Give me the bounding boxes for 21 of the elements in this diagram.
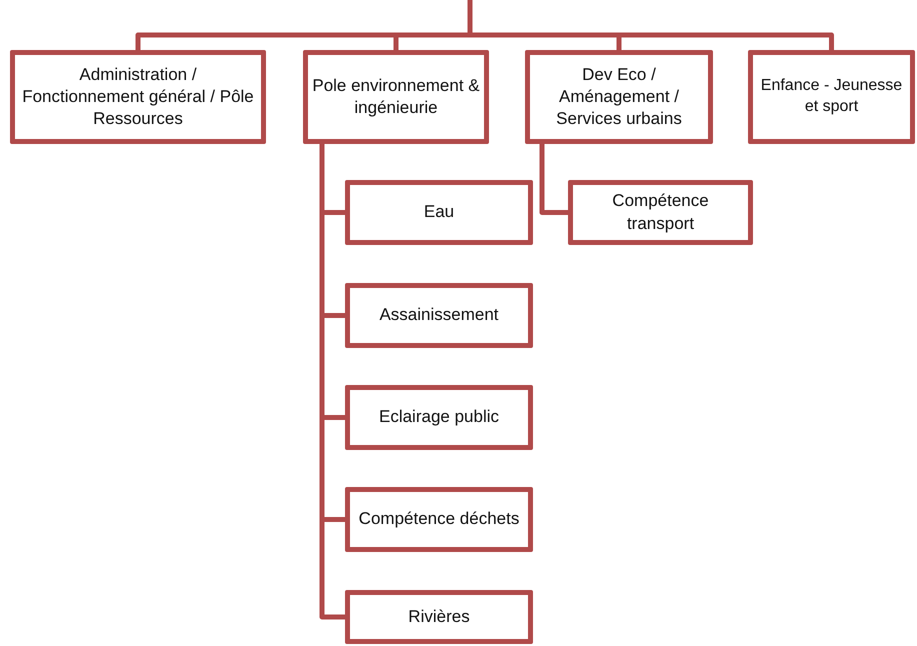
- org-box: [303, 50, 489, 144]
- unit-name: Enfance - Jeunesse et sport: [760, 76, 904, 117]
- org-box: [345, 385, 533, 450]
- org-box: [345, 180, 533, 245]
- unit-name: Assainissement: [379, 304, 499, 326]
- unit-name: Rivières: [408, 606, 470, 628]
- unit-name: Administration / Fonctionnement général / Pôle Ressources: [21, 64, 255, 130]
- unit-name: Compétence transport: [611, 190, 710, 234]
- org-box: [345, 487, 533, 552]
- org-box: [345, 590, 533, 644]
- unit-name: Eclairage public: [378, 406, 499, 428]
- unit-name: Dev Eco / Aménagement / Services urbains: [555, 64, 683, 130]
- org-box: [345, 283, 533, 348]
- org-box: [568, 180, 753, 245]
- unit-name: Eau: [424, 201, 454, 224]
- org-box: [748, 50, 915, 144]
- unit-name: Pole environnement & ingénieurie: [312, 74, 480, 119]
- org-box: [525, 50, 713, 144]
- org-box: [10, 50, 266, 144]
- connector-line: [540, 144, 568, 215]
- unit-name: Compétence déchets: [358, 508, 520, 530]
